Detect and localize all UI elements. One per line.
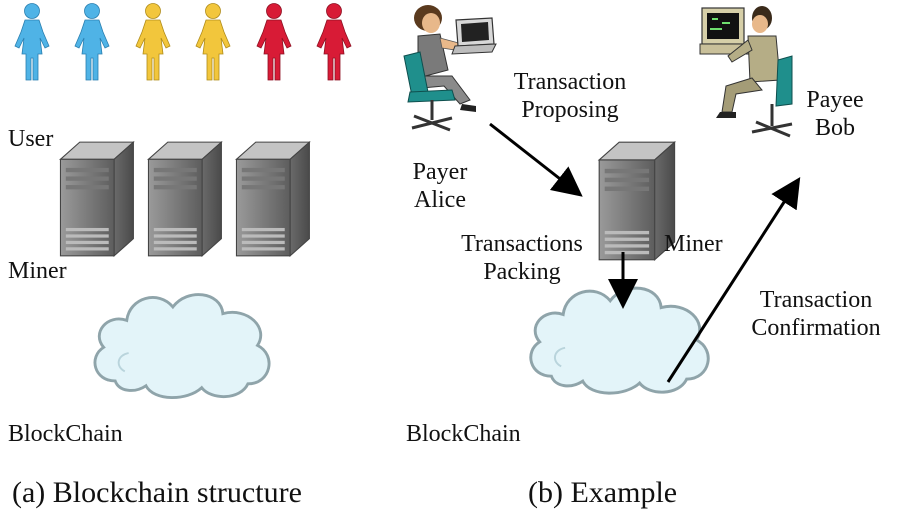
confirmation-label: Transaction Confirmation [732,286,900,342]
proposing-arrow [489,122,583,197]
payee-label-line2: Bob [814,115,855,141]
packing-label: Transactions Packing [442,230,602,286]
user-icon [256,3,292,81]
packing-label-line2: Packing [483,259,561,285]
blockchain-cloud-icon [93,293,271,400]
blockchain-label-b: BlockChain [406,421,521,447]
server-icon [147,141,222,257]
user-icon [316,3,352,81]
proposing-label: Transaction Proposing [500,68,640,124]
caption-a: (a) Blockchain structure [12,476,302,509]
users-label: User [8,126,54,152]
user-icon [195,3,231,81]
users-row [14,3,352,81]
blockchain-cloud-icon [529,286,710,395]
confirmation-label-line2: Confirmation [751,315,881,341]
payer-label: Payer Alice [400,158,480,214]
confirmation-label-line1: Transaction [759,287,873,313]
payer-label-line2: Alice [414,187,466,213]
caption-b: (b) Example [528,476,678,509]
user-icon [74,3,110,81]
server-icon [235,141,310,257]
payer-label-line1: Payer [412,159,468,185]
miners-row [59,141,310,257]
payee-label-line1: Payee [806,87,864,113]
miner-label: Miner [8,258,67,284]
confirmation-arrow [666,176,801,383]
proposing-label-line2: Proposing [521,97,619,123]
user-icon [135,3,171,81]
payee-person-icon [699,6,793,138]
packing-label-line1: Transactions [461,231,583,257]
server-icon [59,141,134,257]
miner-label-b: Miner [664,231,723,257]
user-icon [14,3,50,81]
payer-person-icon [403,5,497,132]
blockchain-label: BlockChain [8,421,123,447]
proposing-label-line1: Transaction [513,69,627,95]
payee-label: Payee Bob [795,86,875,142]
